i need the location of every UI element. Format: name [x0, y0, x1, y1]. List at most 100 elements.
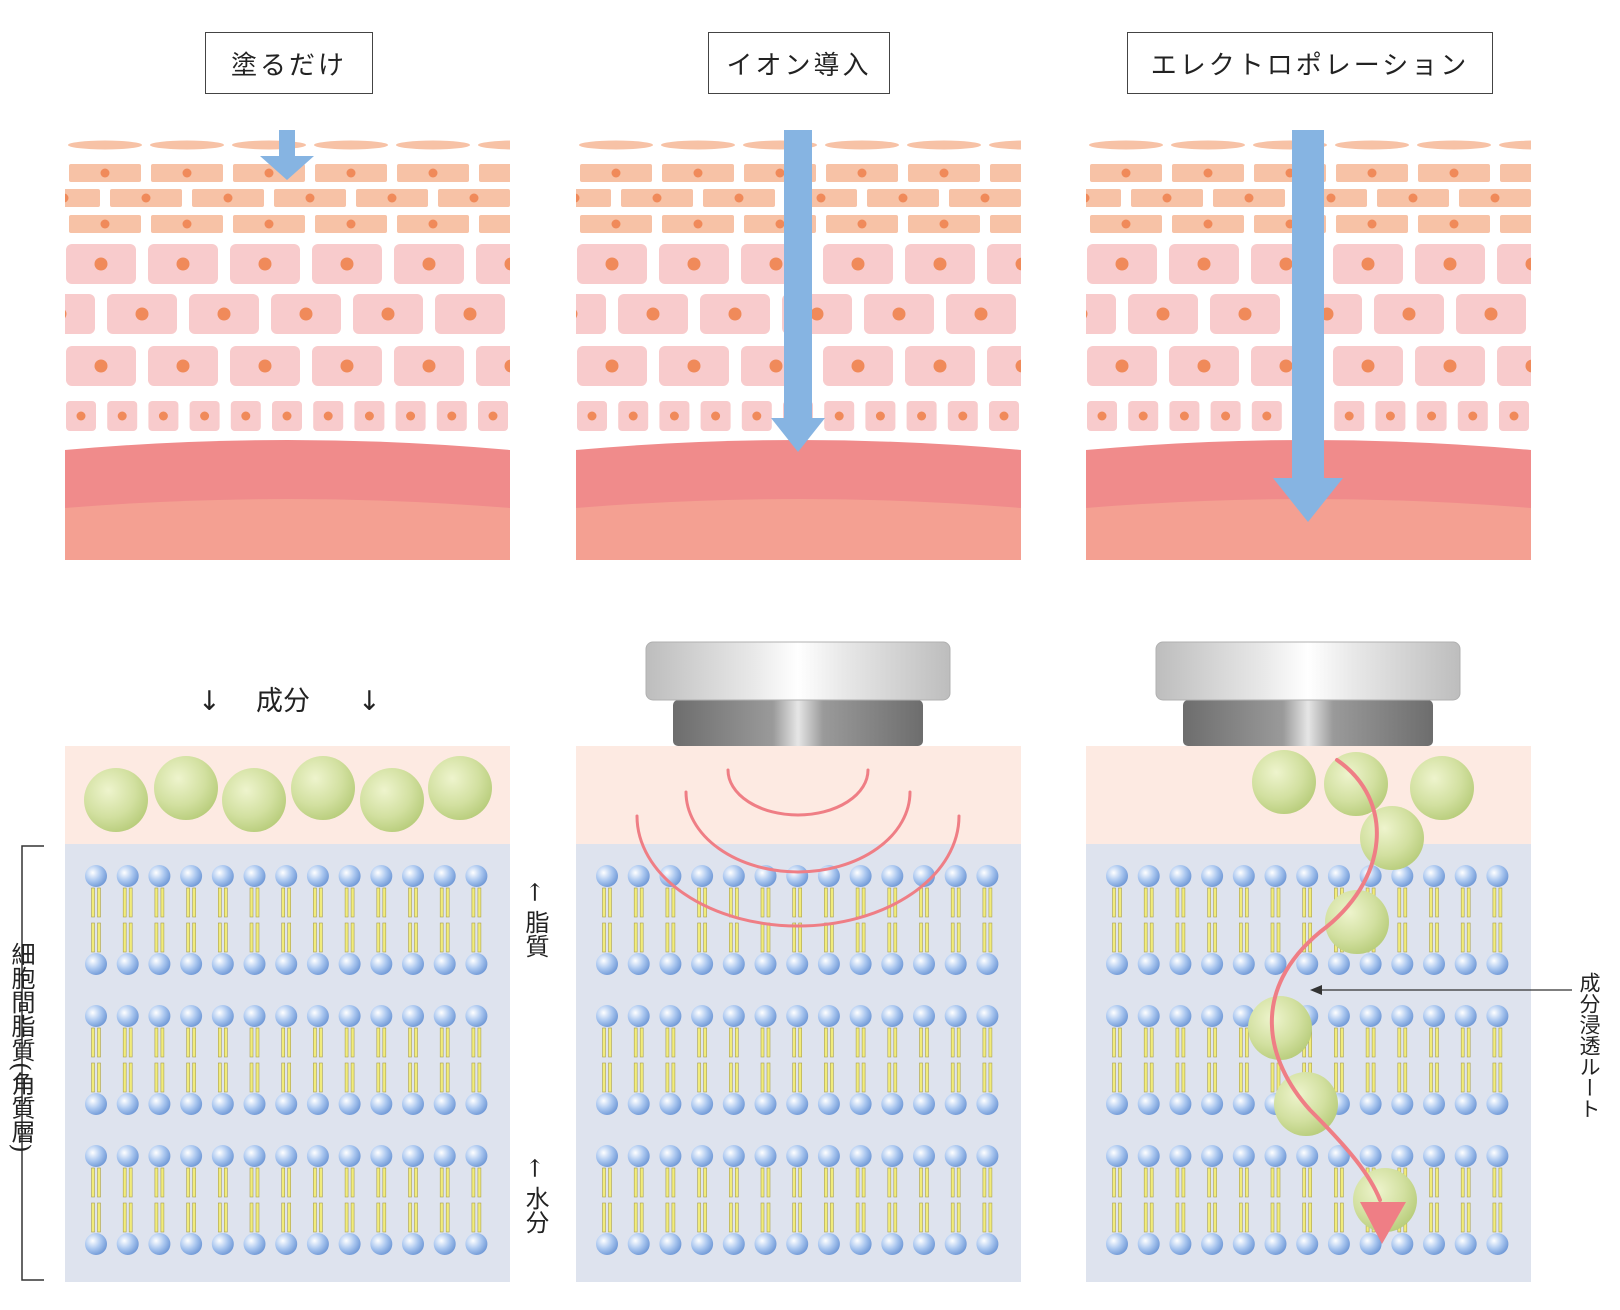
- lipid-head: [913, 1233, 935, 1255]
- lipid-tail: [319, 1167, 323, 1198]
- lipid-head: [116, 1005, 139, 1027]
- lipid-tail: [925, 1202, 929, 1233]
- lipid-tail: [608, 887, 612, 918]
- lipid-tail: [602, 922, 606, 953]
- lipid-tail: [160, 1202, 165, 1233]
- ingredient-label: 成分: [256, 686, 310, 717]
- lipid-tail: [1213, 1202, 1217, 1233]
- lipid-tail: [639, 1167, 644, 1198]
- cell-nucleus: [1040, 169, 1049, 178]
- lipid-tail: [697, 1202, 701, 1233]
- lipid-tail: [1143, 1167, 1148, 1198]
- lipid-tail: [1239, 1167, 1243, 1198]
- lipid-tail: [1181, 1202, 1186, 1233]
- dermis-lower: [1086, 499, 1531, 560]
- lipid-tail: [376, 1027, 381, 1058]
- cell-nucleus: [340, 359, 354, 373]
- lipid-tail: [344, 1027, 349, 1058]
- lipid-tail: [792, 887, 797, 918]
- lipid-head: [691, 1005, 714, 1027]
- lipid-tail: [639, 922, 644, 953]
- lipid-head: [243, 1145, 266, 1167]
- lipid-tail: [382, 1062, 387, 1093]
- lipid-tail: [192, 887, 196, 918]
- lipid-tail: [1245, 1202, 1249, 1233]
- lipid-tail: [956, 1027, 961, 1058]
- lipid-tail: [350, 1027, 355, 1058]
- lipid-head: [691, 1145, 714, 1167]
- lipid-head: [1169, 1093, 1192, 1115]
- cell-nucleus: [1361, 257, 1375, 271]
- cell-nucleus: [530, 220, 539, 229]
- lipid-tail: [1143, 887, 1148, 918]
- lipid-tail: [1397, 1027, 1402, 1058]
- lipid-tail: [697, 1062, 701, 1093]
- lipid-head: [465, 1233, 488, 1255]
- lipid-head: [1454, 1005, 1477, 1027]
- cell-nucleus: [282, 411, 292, 421]
- lipid-tail: [91, 887, 95, 918]
- lipid-tail: [1371, 1027, 1376, 1058]
- lipid-head: [243, 1093, 266, 1115]
- lipid-tail: [1397, 887, 1402, 918]
- lipid-tail: [798, 887, 803, 918]
- lipid-tail: [697, 922, 701, 953]
- lipid-tail: [988, 1202, 993, 1233]
- lipid-head: [1454, 1145, 1477, 1167]
- lipid-tail: [218, 1202, 222, 1233]
- lipid-head: [370, 953, 393, 975]
- lipid-tail: [1340, 1062, 1344, 1093]
- cell-nucleus: [775, 219, 785, 229]
- lipid-head: [722, 1005, 745, 1027]
- cell-nucleus: [728, 307, 742, 321]
- lipid-head: [148, 1233, 171, 1255]
- lipid-tail: [1213, 1027, 1217, 1058]
- cell-nucleus: [488, 411, 498, 421]
- cell-nucleus: [611, 168, 621, 178]
- lipid-tail: [1181, 1027, 1186, 1058]
- stratum-flake: [396, 140, 470, 150]
- stratum-flake: [661, 140, 735, 150]
- stratum-flake: [1581, 141, 1620, 150]
- lipid-tail: [760, 1202, 765, 1233]
- lipid-head: [1264, 953, 1287, 975]
- lipid-tail: [950, 1062, 955, 1093]
- cell-nucleus: [1238, 307, 1252, 321]
- lipid-head: [944, 865, 967, 887]
- lipid-tail: [1498, 1167, 1503, 1198]
- cell-nucleus: [141, 193, 151, 203]
- cell-nucleus: [504, 257, 510, 271]
- lipid-tail: [1308, 1167, 1312, 1198]
- lipid-tail: [186, 1027, 190, 1058]
- lipid-head: [596, 1233, 618, 1255]
- cell-nucleus: [1262, 411, 1272, 421]
- lipid-tail: [128, 922, 133, 953]
- lipid-head: [1296, 1145, 1319, 1167]
- lipid-tail: [122, 887, 127, 918]
- lipid-head: [1486, 1233, 1509, 1255]
- lipid-tail: [281, 922, 286, 953]
- cell-nucleus: [200, 411, 210, 421]
- cell-nucleus: [346, 168, 356, 178]
- lipid-tail: [97, 922, 101, 953]
- lipid-tail: [1245, 887, 1249, 918]
- stratum-flake: [1089, 140, 1163, 150]
- lipid-head: [402, 1005, 424, 1027]
- lipid-head: [1169, 1005, 1192, 1027]
- lipid-panels: [65, 746, 1531, 1282]
- lipid-tail: [477, 1167, 482, 1198]
- cell-nucleus: [939, 168, 949, 178]
- cell-nucleus: [898, 193, 908, 203]
- lipid-tail: [477, 922, 482, 953]
- lipid-tail: [1181, 887, 1186, 918]
- lipid-head: [243, 953, 266, 975]
- lipid-tail: [281, 1062, 286, 1093]
- cell-nucleus: [1532, 169, 1541, 178]
- lipid-tail: [408, 1167, 412, 1198]
- lipid-head: [338, 953, 361, 975]
- cell-nucleus: [511, 169, 520, 178]
- lipid-tail: [376, 1167, 381, 1198]
- lipid-tail: [1371, 1062, 1376, 1093]
- lipid-head: [849, 1093, 872, 1115]
- lipid-head: [116, 1145, 139, 1167]
